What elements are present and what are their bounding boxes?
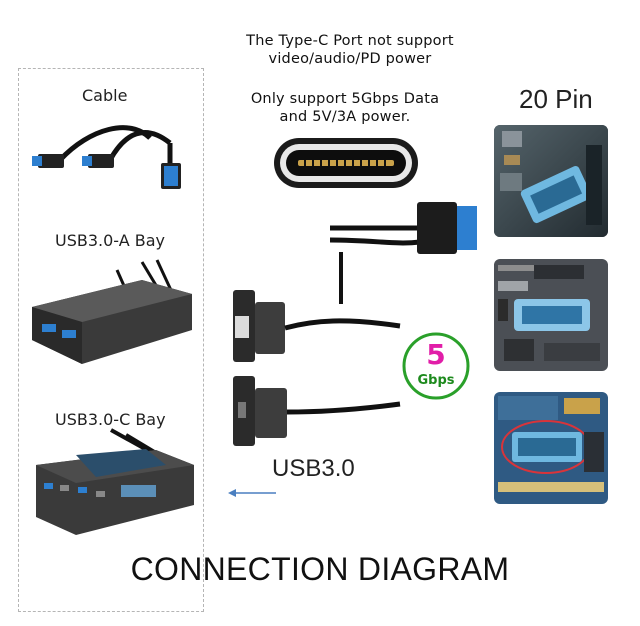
speed-badge: 5 Gbps <box>400 330 472 402</box>
badge-ring <box>402 332 470 400</box>
pin-label: 20 Pin <box>519 84 593 114</box>
bay-a-label: USB3.0-A Bay <box>55 231 165 250</box>
motherboard-photo-3 <box>494 392 608 504</box>
arrow-left-icon <box>228 489 276 497</box>
type-c-port-illustration <box>274 138 418 188</box>
motherboard-photo-1 <box>494 125 608 237</box>
usb-c-bay-illustration <box>36 428 194 535</box>
note-line-2: video/audio/PD power <box>268 51 432 67</box>
diagram-title: CONNECTION DIAGRAM <box>130 551 510 587</box>
note-line-3: Only support 5Gbps Data <box>250 91 440 107</box>
bay-c-label: USB3.0-C Bay <box>55 410 166 429</box>
cable-illustration <box>32 125 181 189</box>
note-line-1: The Type-C Port not support <box>246 33 454 49</box>
left-panel-frame <box>18 68 204 612</box>
note-line-4: and 5V/3A power. <box>279 109 411 125</box>
cable-assembly <box>233 202 477 446</box>
cable-label: Cable <box>82 86 128 105</box>
motherboard-photo-2 <box>494 259 608 371</box>
usb-a-bay-illustration <box>32 259 192 364</box>
badge-number: 5 <box>426 338 446 371</box>
badge-unit: Gbps <box>417 373 455 388</box>
usb3-label: USB3.0 <box>272 455 355 482</box>
